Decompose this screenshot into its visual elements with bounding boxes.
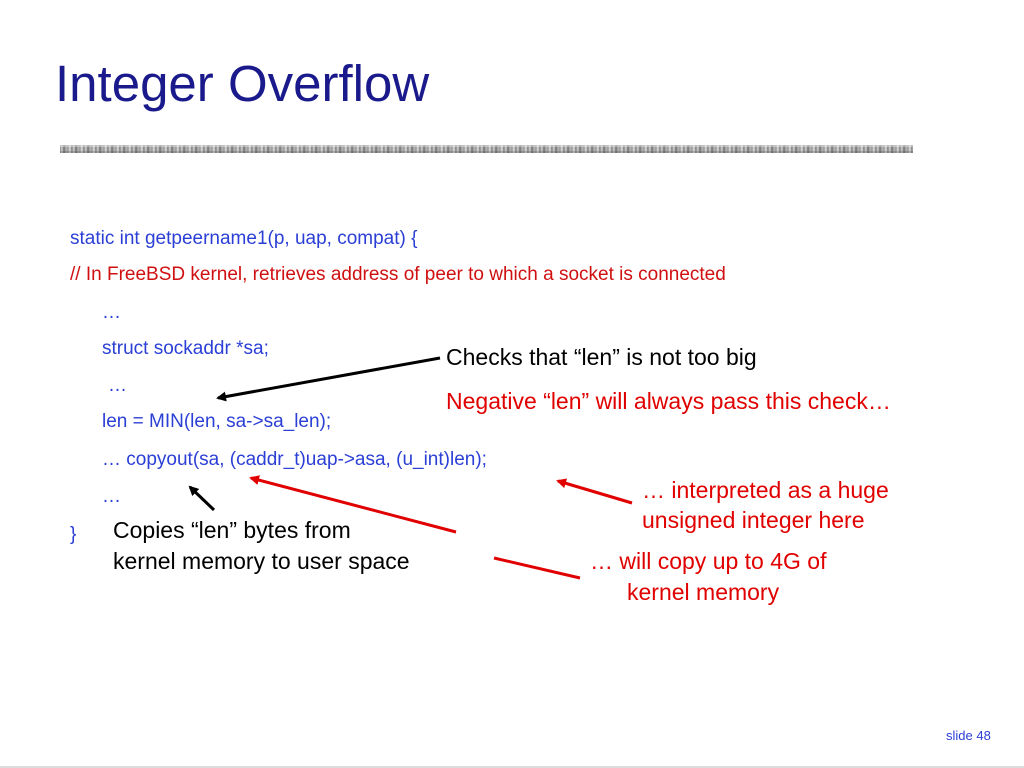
connector-willcopy <box>493 556 581 580</box>
code-ellipsis-2: … <box>108 375 127 396</box>
code-line-struct: struct sockaddr *sa; <box>102 338 269 359</box>
slide-number: slide 48 <box>946 728 991 743</box>
title-divider <box>60 145 913 153</box>
code-comment: // In FreeBSD kernel, retrieves address … <box>70 264 726 285</box>
code-line-signature: static int getpeername1(p, uap, compat) … <box>70 228 418 249</box>
annotation-will-copy-line2: kernel memory <box>627 579 780 605</box>
footer-divider <box>0 766 1024 768</box>
annotation-interpreted-line1: … interpreted as a huge <box>642 477 889 503</box>
annotation-interpreted-line2: unsigned integer here <box>642 507 865 533</box>
arrow-copies-to-copyout <box>188 485 216 512</box>
arrow-interpreted-to-len <box>556 478 633 505</box>
code-ellipsis-1: … <box>102 302 121 323</box>
annotation-checks-len: Checks that “len” is not too big <box>446 344 757 370</box>
code-ellipsis-3: … <box>102 486 121 507</box>
code-line-copyout: … copyout(sa, (caddr_t)uap->asa, (u_int)… <box>102 449 487 470</box>
annotation-will-copy-line1: … will copy up to 4G of <box>590 548 827 574</box>
slide-title: Integer Overflow <box>55 55 430 112</box>
arrow-check-to-min <box>216 356 441 402</box>
annotation-copies-line2: kernel memory to user space <box>113 548 410 574</box>
code-close-brace: } <box>70 524 77 545</box>
arrow-willcopy-to-sa <box>249 475 457 534</box>
code-line-min: len = MIN(len, sa->sa_len); <box>102 411 332 432</box>
annotation-negative-len: Negative “len” will always pass this che… <box>446 388 891 414</box>
annotation-copies-line1: Copies “len” bytes from <box>113 517 351 543</box>
